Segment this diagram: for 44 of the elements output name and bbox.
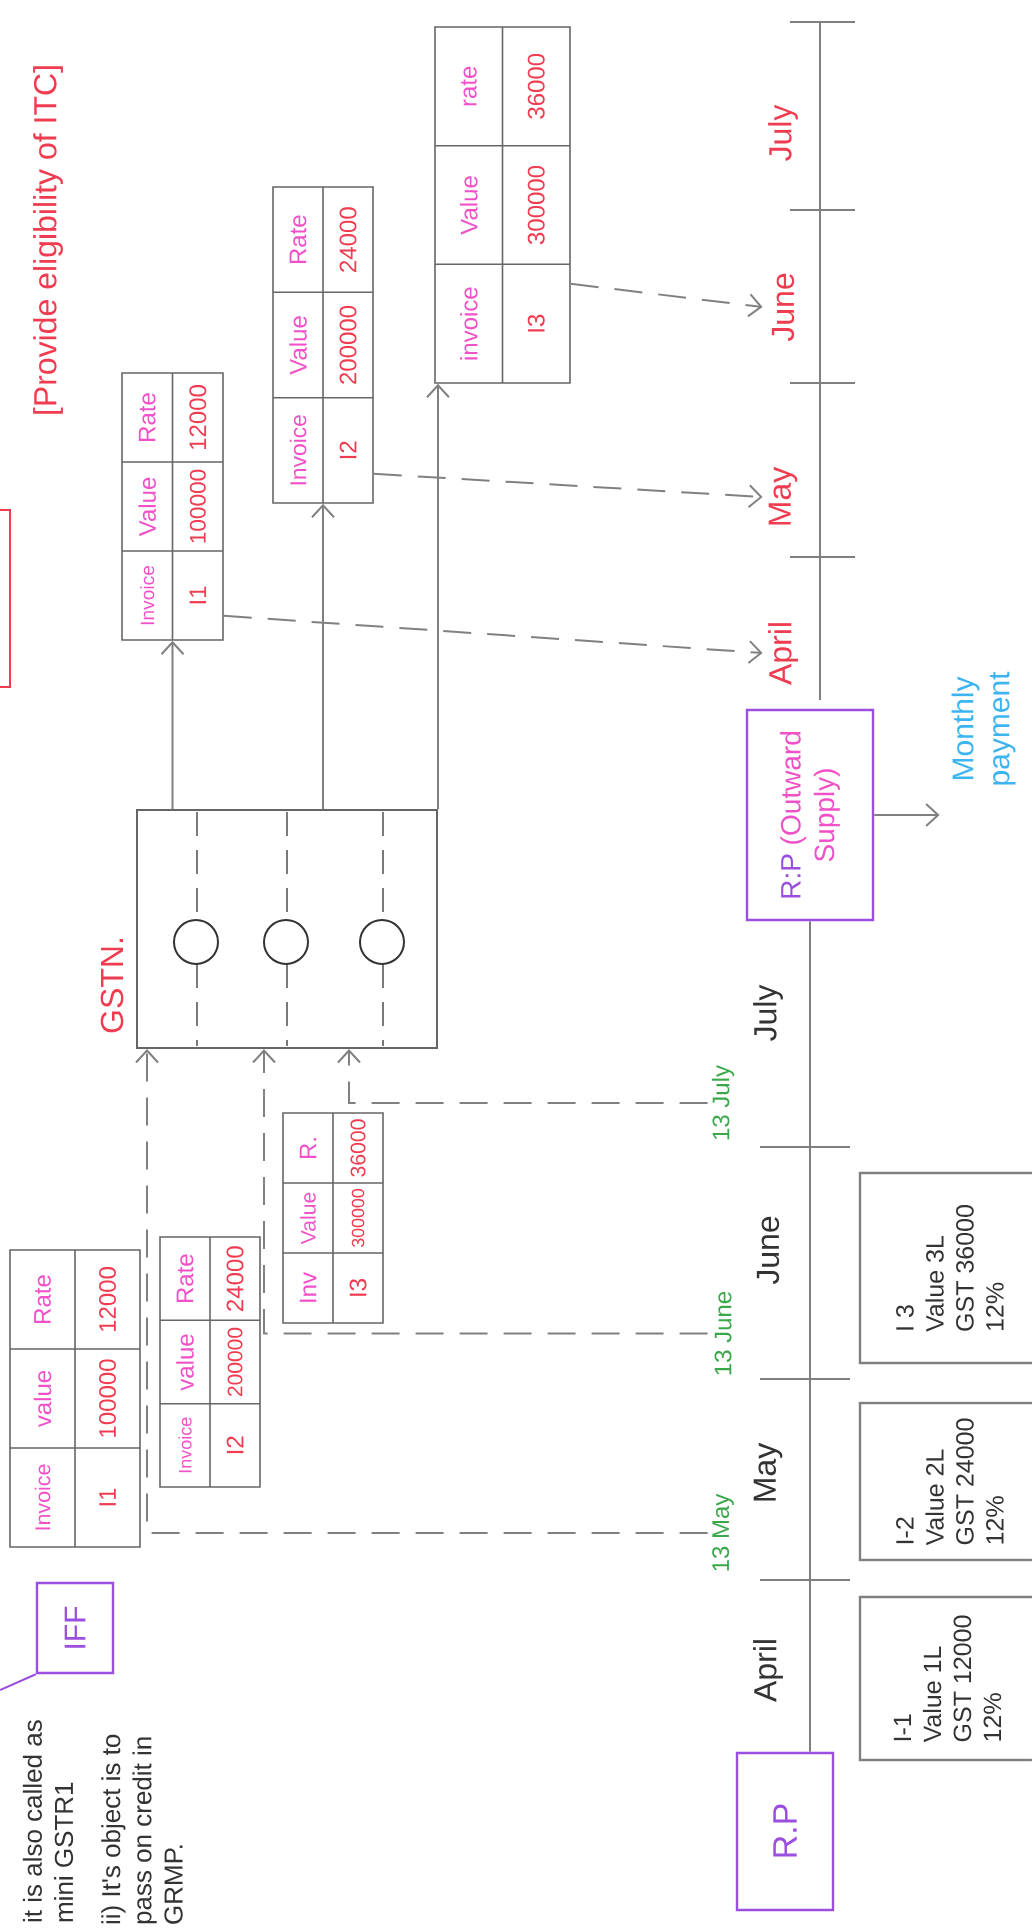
arrow — [160, 640, 185, 810]
supply-box: R:P (Outward Supply) — [745, 708, 875, 922]
portal-box: GSTN. — [100, 809, 438, 1049]
circle — [359, 919, 405, 965]
month-label: June — [771, 273, 795, 342]
arrow — [135, 1049, 709, 1534]
month-label: May — [768, 466, 798, 525]
timeline-line — [809, 920, 811, 1753]
month-label: April — [753, 1640, 783, 1702]
month-label: May — [753, 1442, 783, 1501]
supply-box: R.P — [735, 1751, 835, 1912]
circle — [263, 919, 309, 965]
note-text: ii) It's object is to pass on credit in GRMP. — [101, 1734, 183, 1924]
arrow — [569, 282, 763, 318]
arrow — [222, 614, 763, 665]
invoice-card: I-1 Value 1L GST 12000 12% — [858, 1595, 1032, 1762]
date-label: 13 July — [711, 1065, 735, 1140]
leader-line — [0, 1673, 37, 1691]
term-box: IFF — [35, 1581, 115, 1675]
month-label: April — [768, 623, 798, 685]
month-label: July — [753, 984, 783, 1041]
month-label: July — [768, 104, 798, 161]
invoice-table: Invoice value Rate I1 100000 12000 — [9, 1249, 141, 1548]
note-text: it is also called as mini GSTR1 — [22, 1720, 74, 1922]
date-label: 13 May — [712, 1493, 734, 1571]
arrow — [252, 1049, 709, 1335]
note-text: Monthly payment — [951, 671, 1016, 785]
circle — [173, 919, 219, 965]
invoice-card: I 3 Value 3L GST 36000 12% — [858, 1171, 1032, 1365]
date-label: 13 June — [714, 1291, 732, 1375]
invoice-table: Invoice value Rate I2 200000 24000 — [159, 1236, 261, 1488]
invoice-table: Invoice Value Rate I2 200000 24000 — [272, 186, 374, 504]
arrow — [337, 1049, 709, 1104]
arrow — [311, 503, 335, 810]
arrow — [873, 803, 940, 827]
month-label: June — [756, 1216, 780, 1285]
node-label: GSTN. — [100, 939, 124, 1033]
arrow — [372, 472, 763, 509]
invoice-card: I-2 Value 2L GST 24000 12% — [858, 1401, 1032, 1562]
arrow — [426, 383, 450, 810]
invoice-table: Invoice Value Rate I1 100000 12000 — [121, 372, 224, 641]
invoice-table: invoice Value rate I3 300000 36000 — [434, 26, 571, 384]
invoice-table: Inv Value R. I3 300000 36000 — [282, 1112, 384, 1324]
note-text: [Provide eligibility of ITC] — [33, 66, 63, 414]
